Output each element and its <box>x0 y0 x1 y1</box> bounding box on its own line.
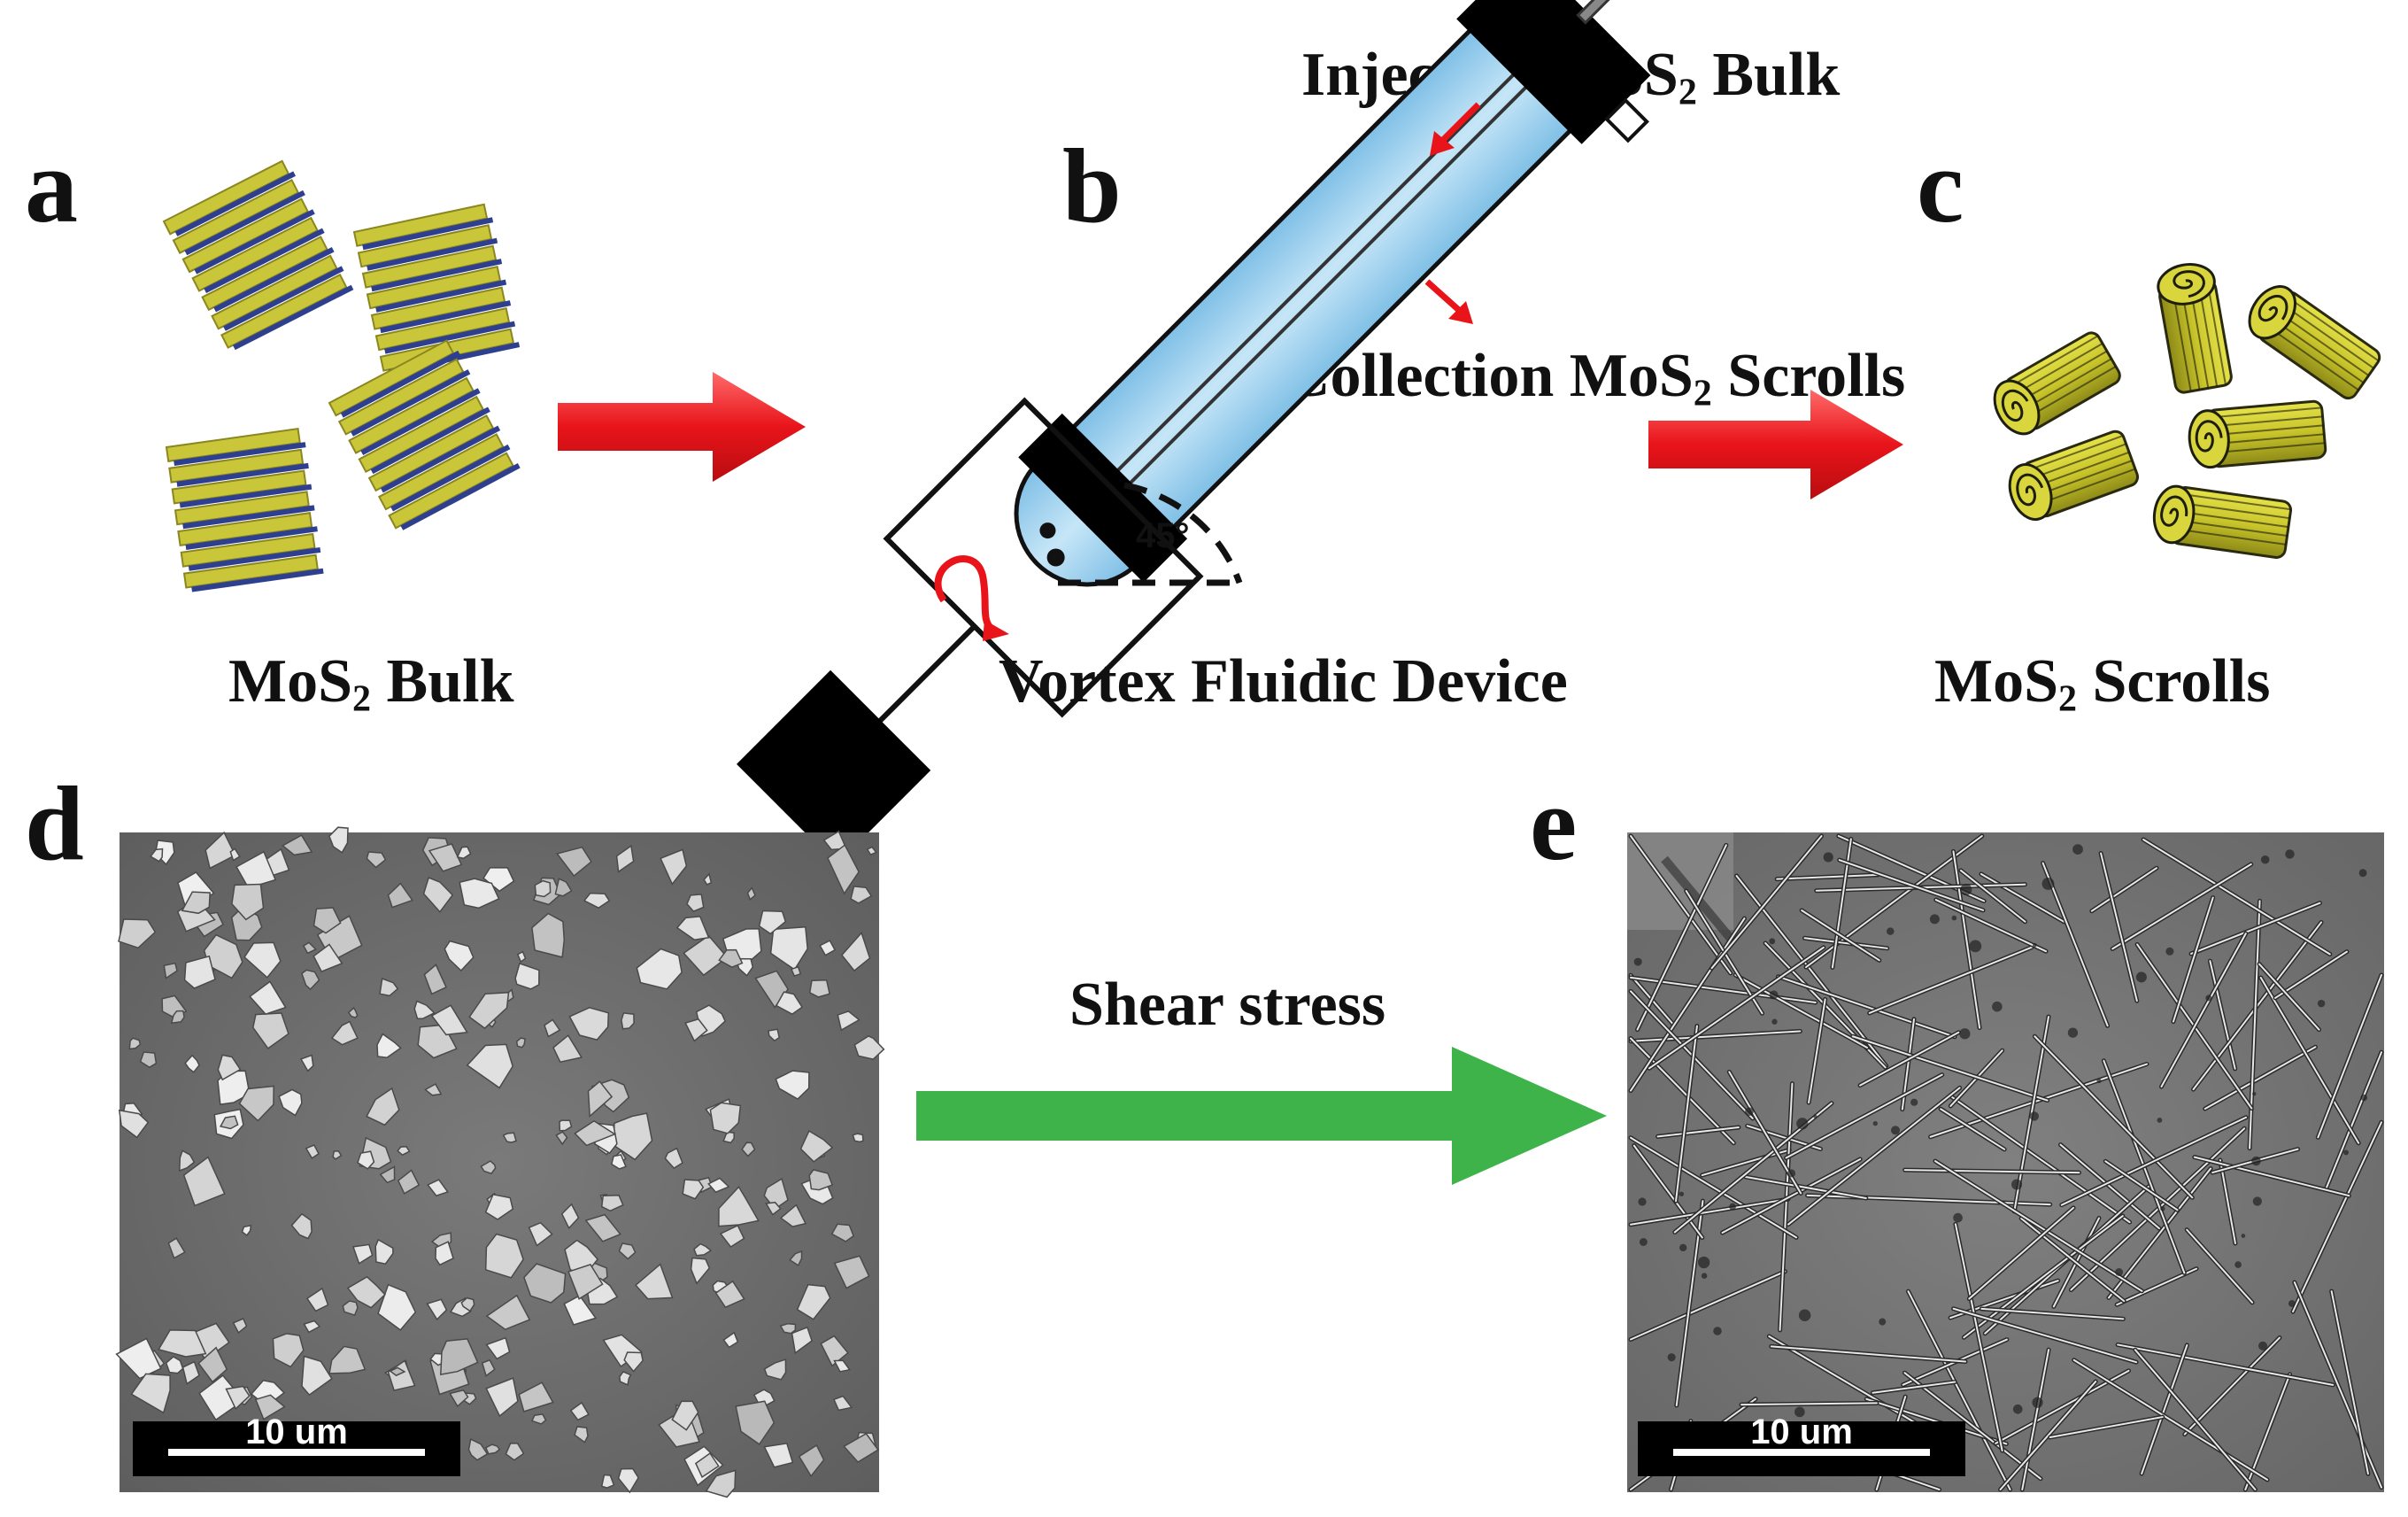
bulk-stack <box>165 427 324 592</box>
collection-outlet <box>1604 97 1649 143</box>
scale-bar-d <box>168 1449 425 1456</box>
label-collection-sub: 2 <box>1693 373 1712 414</box>
label-shear-stress: Shear stress <box>1069 971 1386 1039</box>
caption-mos2-bulk-main: MoS <box>228 647 352 716</box>
injection-needle <box>1576 0 1644 25</box>
motor-shaft <box>872 624 976 729</box>
rotor-housing <box>883 397 1204 718</box>
angle-label: 45° <box>1136 516 1190 555</box>
collection-pointer-arrow <box>1424 279 1463 314</box>
mos2-scroll <box>2008 430 2140 522</box>
panel-letter-b: b <box>1062 127 1122 244</box>
vortex-fluidic-device: 45° <box>737 0 1651 864</box>
bulk-stack <box>328 339 521 530</box>
caption-mos2-scrolls-main: MoS <box>1934 647 2058 716</box>
mos2-scrolls <box>1993 263 2381 559</box>
caption-mos2-bulk: MoS2 Bulk <box>228 651 514 718</box>
mos2-scroll <box>2248 285 2381 400</box>
label-collection: Collection MoS2 Scrolls <box>1285 345 1905 413</box>
label-injection-sub: 2 <box>1678 72 1697 113</box>
mos2-bulk-stacks <box>162 159 521 592</box>
caption-mos2-scrolls-tail: Scrolls <box>2077 647 2271 716</box>
panel-letter-d: d <box>25 764 84 882</box>
red-arrow-a-to-b <box>558 372 806 482</box>
caption-mos2-bulk-tail: Bulk <box>371 647 514 716</box>
red-arrow-b-to-c <box>1648 390 1903 499</box>
clamp-band <box>1018 413 1188 583</box>
caption-mos2-scrolls-sub: 2 <box>2058 678 2077 720</box>
sem-image-bulk: 10 um <box>115 826 885 1498</box>
caption-mos2-scrolls: MoS2 Scrolls <box>1934 651 2270 718</box>
mos2-scroll <box>2188 399 2327 469</box>
motor-block <box>737 669 931 864</box>
panel-letter-a: a <box>25 127 78 244</box>
angle-arc <box>1123 482 1243 584</box>
top-cap <box>1456 0 1651 144</box>
sem-needles <box>1628 833 2384 1492</box>
label-injection-tail: Bulk <box>1696 41 1841 109</box>
scale-bar-label-e: 10 um <box>1750 1413 1853 1451</box>
rotation-arrow <box>934 555 994 632</box>
mos2-scroll <box>2157 263 2233 394</box>
bulk-stack <box>162 159 354 351</box>
injection-pointer-arrow <box>1439 102 1481 144</box>
panel-letter-e: e <box>1530 764 1578 882</box>
panel-letter-c: c <box>1917 127 1964 244</box>
scale-bar-e <box>1673 1449 1930 1456</box>
green-arrow-shear <box>916 1047 1607 1185</box>
droplet <box>1039 522 1056 539</box>
scale-bar-label-d: 10 um <box>245 1413 348 1451</box>
mos2-scroll <box>1993 331 2121 436</box>
sem-image-scrolls: 10 um <box>1627 832 2384 1492</box>
sem-flakes <box>115 826 885 1498</box>
feed-jet <box>1073 30 1558 515</box>
label-collection-main: Collection MoS <box>1285 342 1694 410</box>
caption-mos2-bulk-sub: 2 <box>352 678 371 720</box>
mos2-scroll <box>2152 484 2293 559</box>
